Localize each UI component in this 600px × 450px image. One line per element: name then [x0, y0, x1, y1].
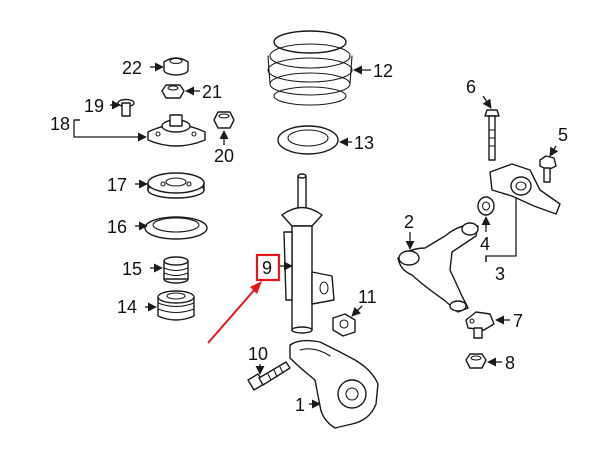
callout-labels: 22 21 19 18 20 17 16 15 14 12 13 9 11 10…	[50, 58, 568, 415]
part-12-coil-spring	[267, 30, 353, 106]
highlight-part-9	[207, 253, 281, 344]
callout-15: 15	[122, 259, 142, 279]
part-9-strut	[281, 173, 335, 334]
part-20-nut	[213, 111, 235, 129]
callout-16: 16	[107, 217, 127, 237]
part-2-control-arm	[397, 222, 479, 313]
part-6-bolt	[484, 109, 500, 161]
callout-10: 10	[248, 344, 268, 364]
callout-14: 14	[117, 297, 137, 317]
part-17-bearing	[147, 172, 205, 199]
part-22-cap	[163, 57, 189, 76]
callout-11: 11	[358, 287, 377, 307]
part-4-bushing	[477, 196, 495, 216]
part-7-ball-joint	[465, 311, 495, 339]
callout-19: 19	[84, 96, 104, 116]
part-3-bracket	[489, 163, 561, 215]
callout-20: 20	[214, 146, 234, 166]
callout-6: 6	[466, 77, 476, 97]
highlight-arrow	[207, 287, 257, 344]
callout-1: 1	[295, 395, 305, 415]
part-11-bushing	[332, 313, 356, 337]
callout-4: 4	[480, 234, 490, 254]
callout-22: 22	[122, 58, 142, 78]
highlight-box	[255, 253, 281, 282]
part-13-insulator	[277, 125, 339, 155]
part-8-nut	[465, 353, 487, 369]
callout-8: 8	[505, 353, 515, 373]
callout-9: 9	[262, 258, 272, 278]
callout-13: 13	[354, 133, 374, 153]
callout-2: 2	[404, 212, 414, 232]
part-19-bolt	[117, 98, 135, 117]
callout-3: 3	[495, 264, 505, 284]
part-14-boot	[157, 290, 195, 321]
part-1-knuckle	[289, 339, 379, 429]
part-15-bump-stop	[163, 256, 189, 284]
callout-21: 21	[202, 82, 222, 102]
callout-5: 5	[558, 125, 568, 145]
part-10-bolt	[247, 361, 291, 391]
callout-12: 12	[373, 61, 393, 81]
leader-lines	[73, 62, 559, 409]
callout-18: 18	[50, 114, 70, 134]
part-18-mount	[147, 114, 206, 147]
part-21-nut	[161, 84, 185, 99]
part-16-spring-seat	[144, 216, 208, 240]
part-5-bolt	[539, 155, 557, 183]
callout-17: 17	[107, 175, 127, 195]
callout-7: 7	[513, 311, 523, 331]
highlight-arrowhead	[250, 281, 262, 294]
